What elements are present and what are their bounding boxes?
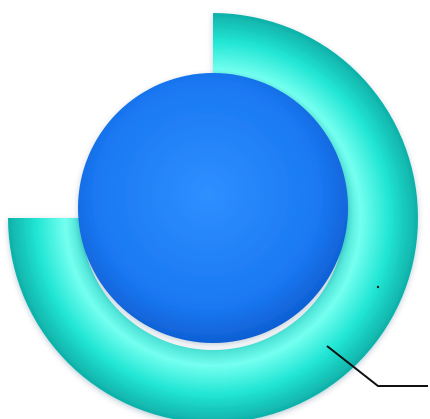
core-circle — [78, 73, 348, 343]
ring-dot — [377, 286, 379, 288]
